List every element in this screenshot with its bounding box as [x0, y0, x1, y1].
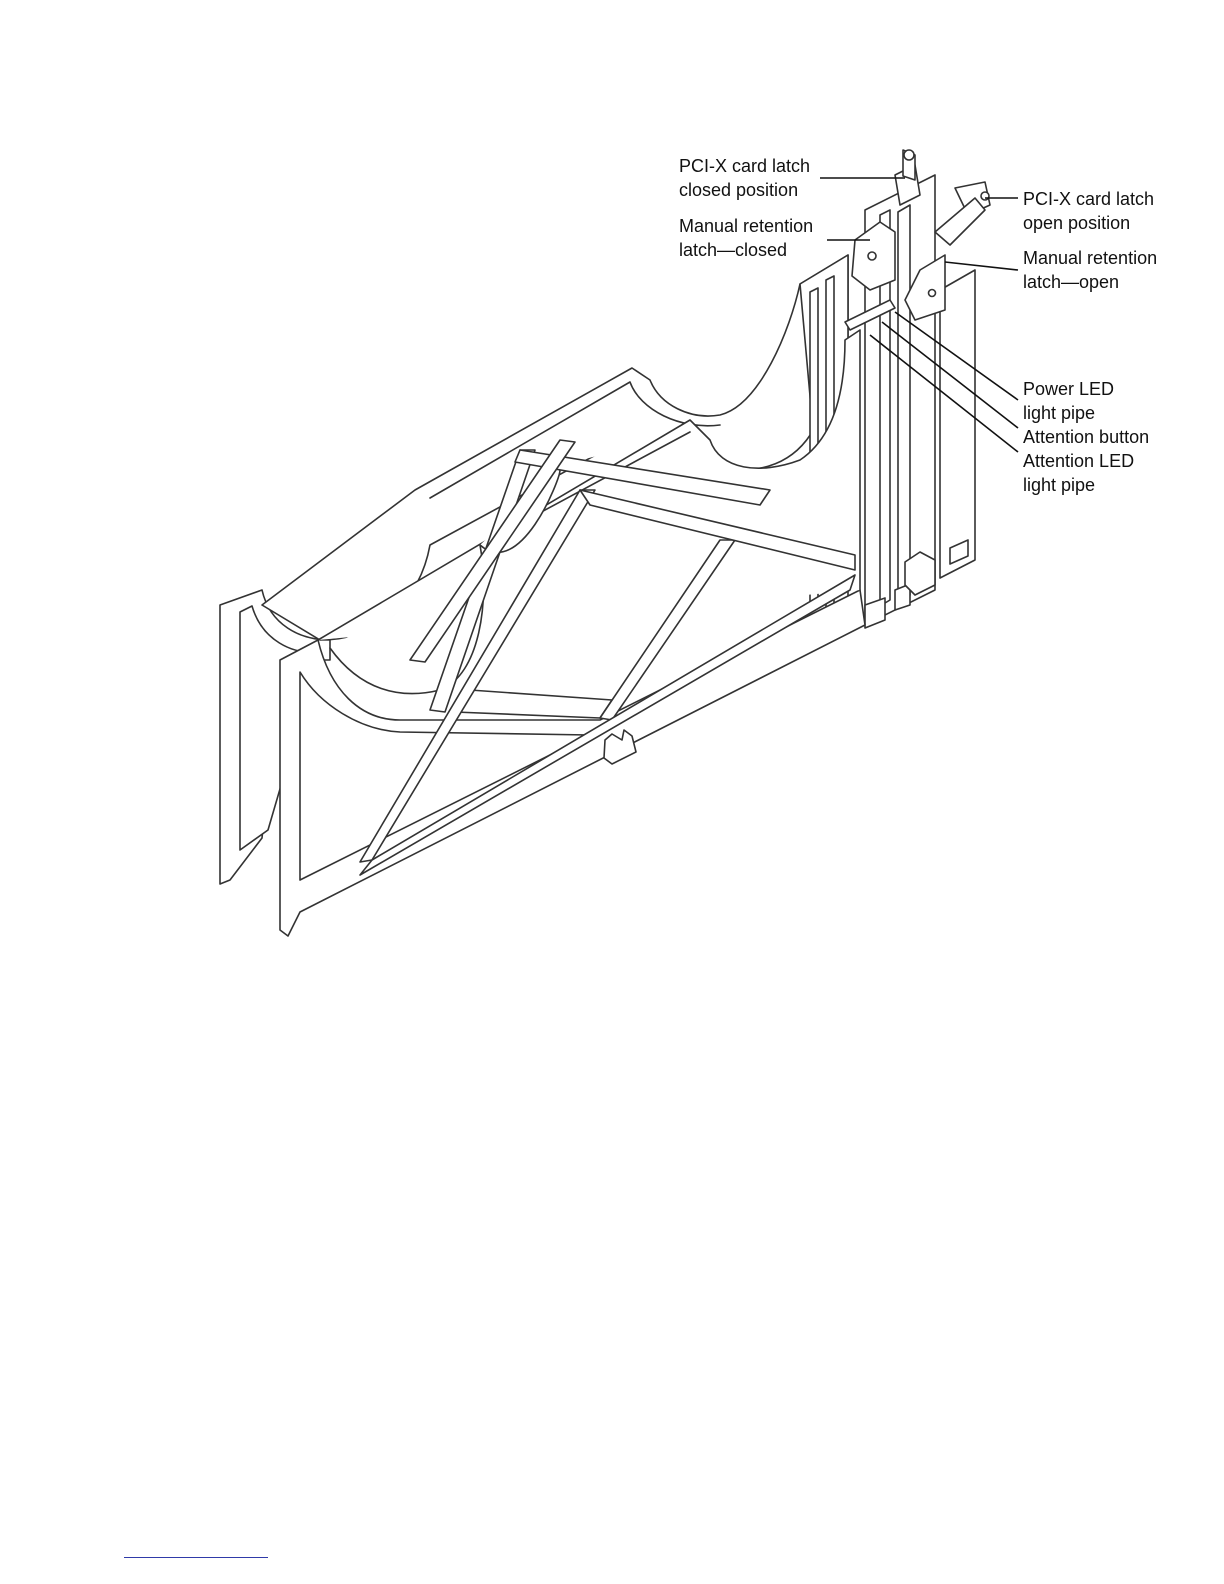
label-attention-button: Attention button: [1023, 425, 1149, 449]
label-power-led: Power LED light pipe: [1023, 377, 1114, 425]
footnote-rule: [124, 1557, 268, 1558]
label-attention-led: Attention LED light pipe: [1023, 449, 1134, 497]
label-pci-latch-open: PCI-X card latch open position: [1023, 187, 1154, 235]
pci-x-card-assembly-diagram: [0, 0, 1224, 1000]
label-manual-latch-closed: Manual retention latch—closed: [679, 214, 813, 262]
label-pci-latch-closed: PCI-X card latch closed position: [679, 154, 810, 202]
label-manual-latch-open: Manual retention latch—open: [1023, 246, 1157, 294]
